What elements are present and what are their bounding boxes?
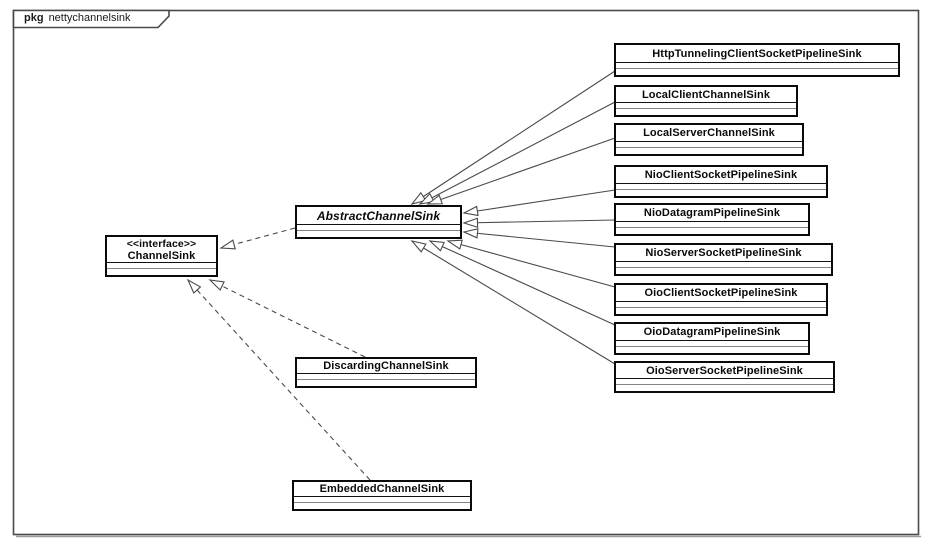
- package-tab-label: pkg nettychannelsink: [24, 12, 131, 24]
- generalization-localclient: [418, 101, 616, 205]
- attributes-compartment: [616, 301, 826, 307]
- class-box-nio-datagram-pipeline-sink: NioDatagramPipelineSink: [614, 203, 810, 236]
- class-box-embedded-channel-sink: EmbeddedChannelSink: [292, 480, 472, 511]
- operations-compartment: [616, 267, 831, 274]
- operations-compartment: [297, 379, 475, 386]
- operations-compartment: [297, 230, 460, 237]
- interface-stereotype: <<interface>>: [126, 237, 197, 250]
- class-box-oio-server-socket-pipeline-sink: OioServerSocketPipelineSink: [614, 361, 835, 393]
- generalization-niodatagram: [462, 217, 616, 228]
- operations-compartment: [616, 108, 796, 115]
- attributes-compartment: [616, 261, 831, 267]
- generalization-httptunneling: [410, 70, 616, 205]
- class-name: NioClientSocketPipelineSink: [644, 169, 798, 181]
- class-name: NioDatagramPipelineSink: [643, 207, 781, 219]
- attributes-compartment: [616, 221, 808, 227]
- attributes-compartment: [616, 141, 802, 147]
- class-name: AbstractChannelSink: [316, 208, 441, 223]
- class-name: HttpTunnelingClientSocketPipelineSink: [652, 47, 862, 60]
- generalization-localserver: [426, 137, 616, 205]
- generalization-arrows: [410, 70, 616, 365]
- class-box-local-server-channel-sink: LocalServerChannelSink: [614, 123, 804, 156]
- generalization-oioserver: [410, 240, 616, 365]
- class-name: NioServerSocketPipelineSink: [645, 247, 802, 259]
- operations-compartment: [616, 307, 826, 314]
- operations-compartment: [107, 268, 216, 275]
- class-name: OioClientSocketPipelineSink: [644, 287, 798, 299]
- attributes-compartment: [616, 102, 796, 108]
- interface-box-channel-sink: <<interface>> ChannelSink: [105, 235, 218, 277]
- class-name: OioDatagramPipelineSink: [643, 326, 781, 338]
- interface-title: <<interface>> ChannelSink: [107, 237, 216, 262]
- realization-arrows: [186, 227, 371, 481]
- generalization-oioclient: [446, 239, 616, 288]
- class-name: LocalClientChannelSink: [641, 88, 771, 101]
- class-name: EmbeddedChannelSink: [319, 483, 445, 495]
- class-name: DiscardingChannelSink: [323, 360, 449, 372]
- operations-compartment: [616, 227, 808, 234]
- class-box-oio-client-socket-pipeline-sink: OioClientSocketPipelineSink: [614, 283, 828, 316]
- class-box-nio-client-socket-pipeline-sink: NioClientSocketPipelineSink: [614, 165, 828, 198]
- attributes-compartment: [297, 373, 475, 379]
- operations-compartment: [616, 68, 898, 75]
- class-name: OioServerSocketPipelineSink: [646, 364, 803, 377]
- generalization-nioclient: [462, 189, 616, 217]
- realization-embedded: [186, 278, 371, 481]
- package-name: nettychannelsink: [48, 12, 131, 24]
- generalization-nioserver: [462, 228, 616, 248]
- attributes-compartment: [107, 262, 216, 268]
- class-box-abstract-channel-sink: AbstractChannelSink: [295, 205, 462, 239]
- operations-compartment: [616, 189, 826, 196]
- pkg-keyword: pkg: [24, 12, 44, 24]
- operations-compartment: [616, 384, 833, 391]
- class-box-oio-datagram-pipeline-sink: OioDatagramPipelineSink: [614, 322, 810, 355]
- operations-compartment: [616, 346, 808, 353]
- attributes-compartment: [294, 496, 470, 502]
- class-box-local-client-channel-sink: LocalClientChannelSink: [614, 85, 798, 117]
- attributes-compartment: [616, 340, 808, 346]
- realization-discarding: [208, 279, 366, 358]
- package-tab: [12, 9, 170, 29]
- class-box-discarding-channel-sink: DiscardingChannelSink: [295, 357, 477, 388]
- attributes-compartment: [297, 224, 460, 230]
- attributes-compartment: [616, 183, 826, 189]
- interface-name: ChannelSink: [127, 249, 196, 262]
- class-box-http-tunneling-client-socket-pipeline-sink: HttpTunnelingClientSocketPipelineSink: [614, 43, 900, 77]
- package-frame: [12, 9, 920, 536]
- operations-compartment: [616, 147, 802, 154]
- generalization-oiodatagram: [428, 240, 616, 326]
- class-box-nio-server-socket-pipeline-sink: NioServerSocketPipelineSink: [614, 243, 833, 276]
- attributes-compartment: [616, 62, 898, 68]
- realization-abstractchannelsink: [219, 227, 296, 250]
- operations-compartment: [294, 502, 470, 509]
- attributes-compartment: [616, 378, 833, 384]
- class-name: LocalServerChannelSink: [643, 127, 775, 139]
